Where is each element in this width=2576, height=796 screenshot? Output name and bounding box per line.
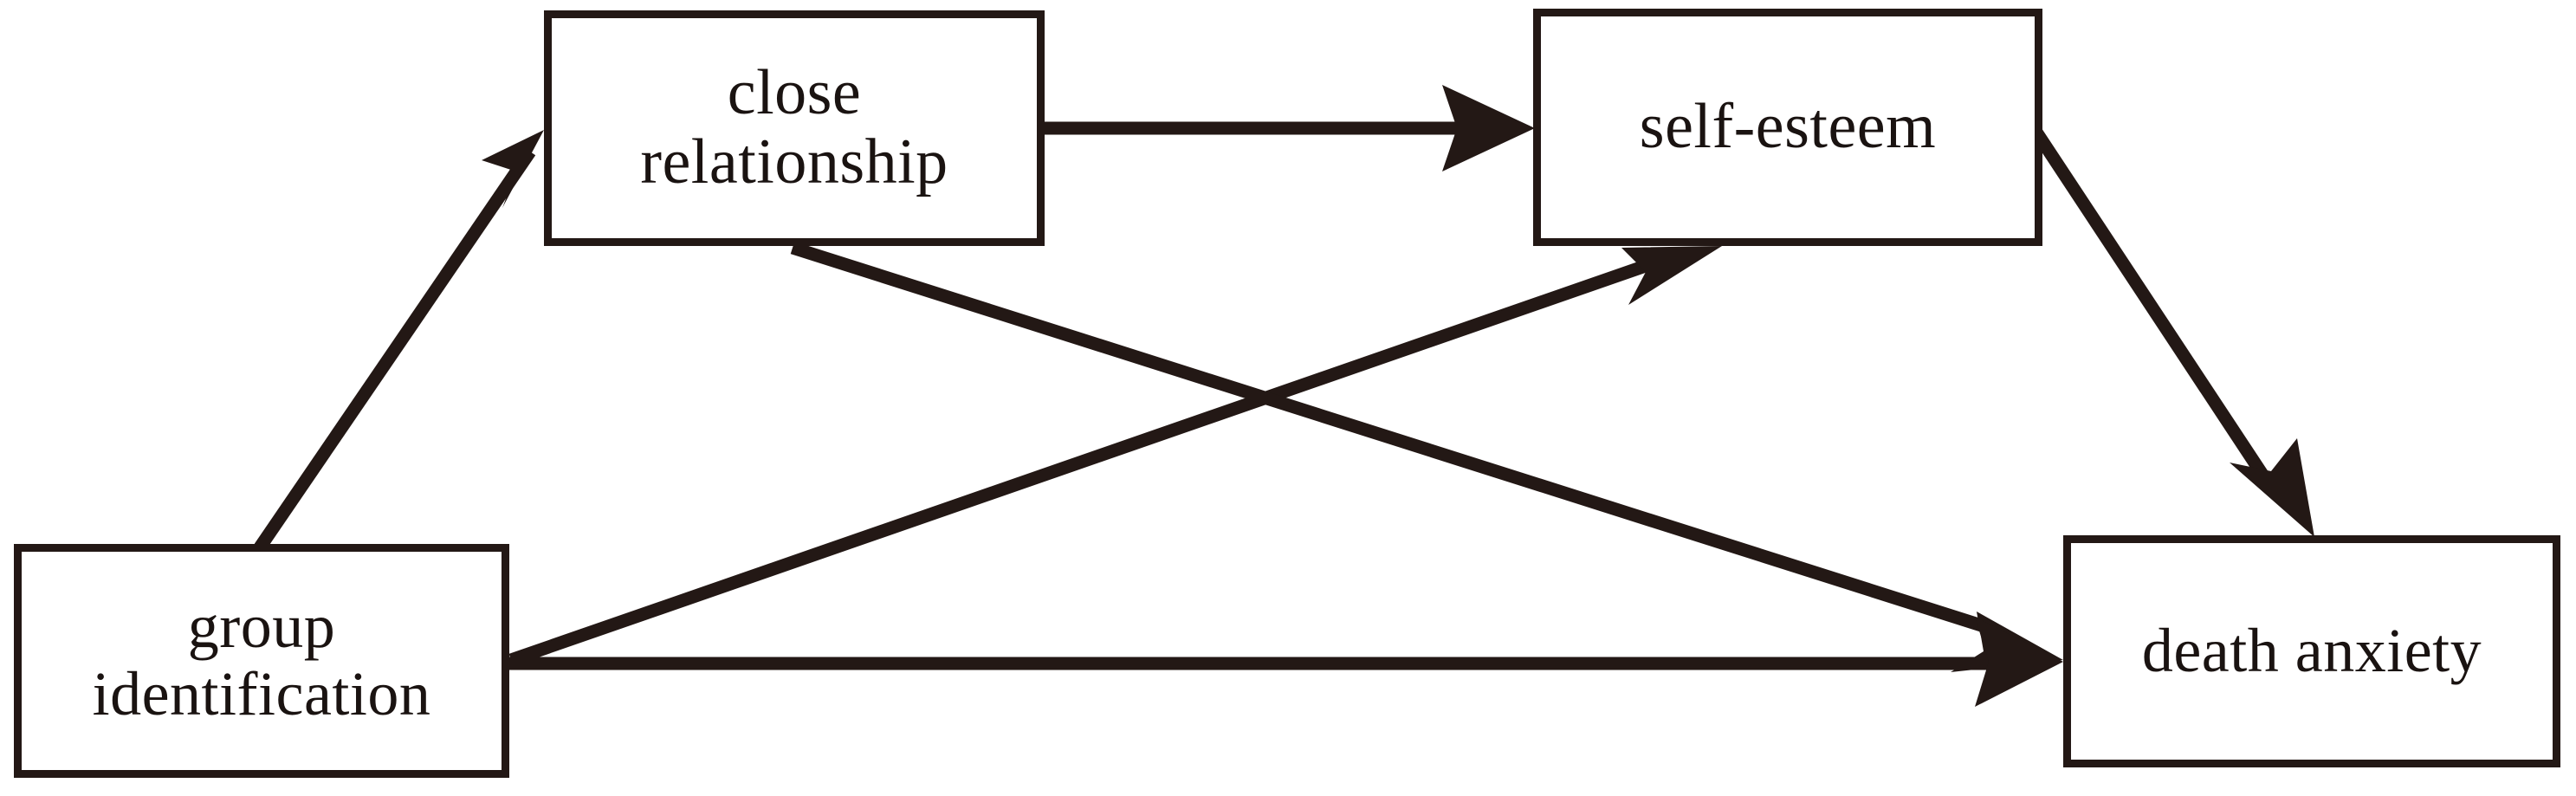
node-death-anxiety-label: death anxiety <box>2141 616 2482 686</box>
node-self-esteem-label: self-esteem <box>1639 91 1937 163</box>
node-self-esteem[interactable]: self-esteem <box>1533 9 2042 246</box>
node-group-identification-label: group identification <box>92 592 431 728</box>
node-group-identification[interactable]: group identification <box>14 544 509 778</box>
edge-close-relationship-to-self-esteem <box>1045 85 1535 171</box>
edge-group-identification-to-self-esteem <box>508 246 1722 667</box>
node-close-relationship-label: close relationship <box>640 57 948 197</box>
node-close-relationship[interactable]: close relationship <box>544 10 1045 246</box>
edge-group-identification-to-death-anxiety <box>509 617 2063 707</box>
edge-self-esteem-to-death-anxiety <box>2028 124 2314 537</box>
edge-group-identification-to-close-relationship <box>254 130 544 552</box>
node-death-anxiety[interactable]: death anxiety <box>2063 535 2560 767</box>
edge-close-relationship-to-death-anxiety <box>790 241 2063 672</box>
